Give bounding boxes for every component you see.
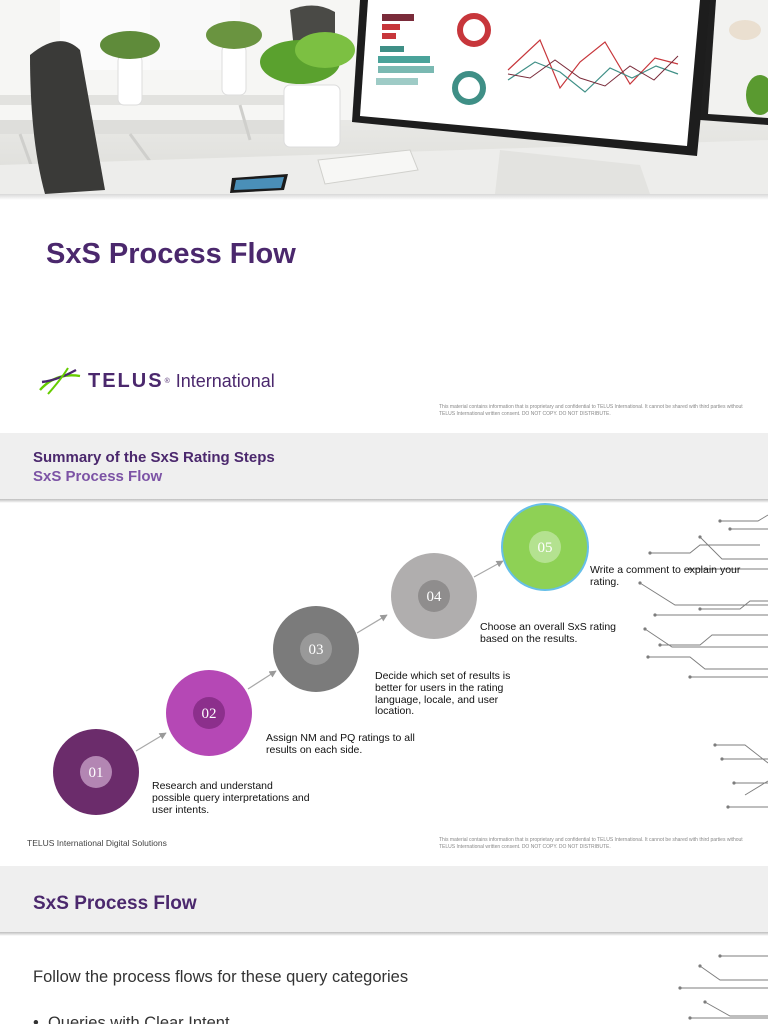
step-01-description: Research and understand possible query i… [152,780,310,816]
slide-heading: Summary of the SxS Rating Steps [33,449,275,466]
slide-title-text: SxS Process Flow [46,238,296,270]
bullet-item: • Queries with Clear Intent [33,1014,230,1024]
circuit-lines-decoration [678,954,768,1020]
header-band-shadow [0,932,768,936]
step-04-circle: 04 [391,553,477,639]
step-01-number: 01 [89,765,104,781]
slide-subheading: SxS Process Flow [33,468,163,485]
connector-arrow-1 [135,732,167,752]
step-02-circle: 02 [166,670,252,756]
slide-heading: SxS Process Flow [33,893,197,914]
step-01-circle: 01 [53,729,139,815]
step-03-circle: 03 [273,606,359,692]
connector-arrow-4 [473,560,504,578]
step-02-description: Assign NM and PQ ratings to all results … [266,732,415,756]
step-04-number: 04 [427,589,443,605]
logo-suffix: International [175,370,275,391]
confidentiality-notice: This material contains information that … [439,404,743,417]
circuit-lines-decoration [638,514,768,809]
step-03-number: 03 [309,642,324,658]
connector-arrow-3 [356,614,388,634]
slide-title: SxS Process Flow TELUS ® International T… [0,0,768,432]
bullet-text: Queries with Clear Intent [47,1014,230,1024]
logo-registered-mark: ® [164,377,170,385]
connector-arrow-2 [247,670,277,690]
step-03-description: Decide which set of results is better fo… [375,670,511,718]
slide-process-flow: SxS Process Flow Follow the process flow… [0,866,768,1024]
intro-text: Follow the process flows for these query… [33,968,409,986]
hero-illustration [0,0,768,194]
slide-rating-steps: Summary of the SxS Rating Steps SxS Proc… [0,433,768,865]
slide-footer: TELUS International Digital Solutions [27,838,167,848]
hero-office-photo [0,0,768,194]
header-band: SxS Process Flow [0,866,768,932]
step-05-number: 05 [538,540,553,556]
hero-divider [0,194,768,200]
steps-graphic: 01 02 03 04 [53,503,589,815]
step-05-circle: 05 [501,503,589,591]
step-05-description: Write a comment to explain your rating. [590,564,741,588]
step-02-number: 02 [202,706,217,722]
process-steps: 01 02 03 04 [0,433,768,865]
header-band: Summary of the SxS Rating Steps SxS Proc… [0,433,768,499]
logo-brand: TELUS [88,369,164,392]
telus-international-logo: TELUS ® International [38,366,275,396]
header-band-shadow [0,499,768,503]
telus-leaf-icon [39,367,81,395]
step-04-description: Choose an overall SxS rating based on th… [480,621,616,645]
confidentiality-notice: This material contains information that … [439,837,743,850]
